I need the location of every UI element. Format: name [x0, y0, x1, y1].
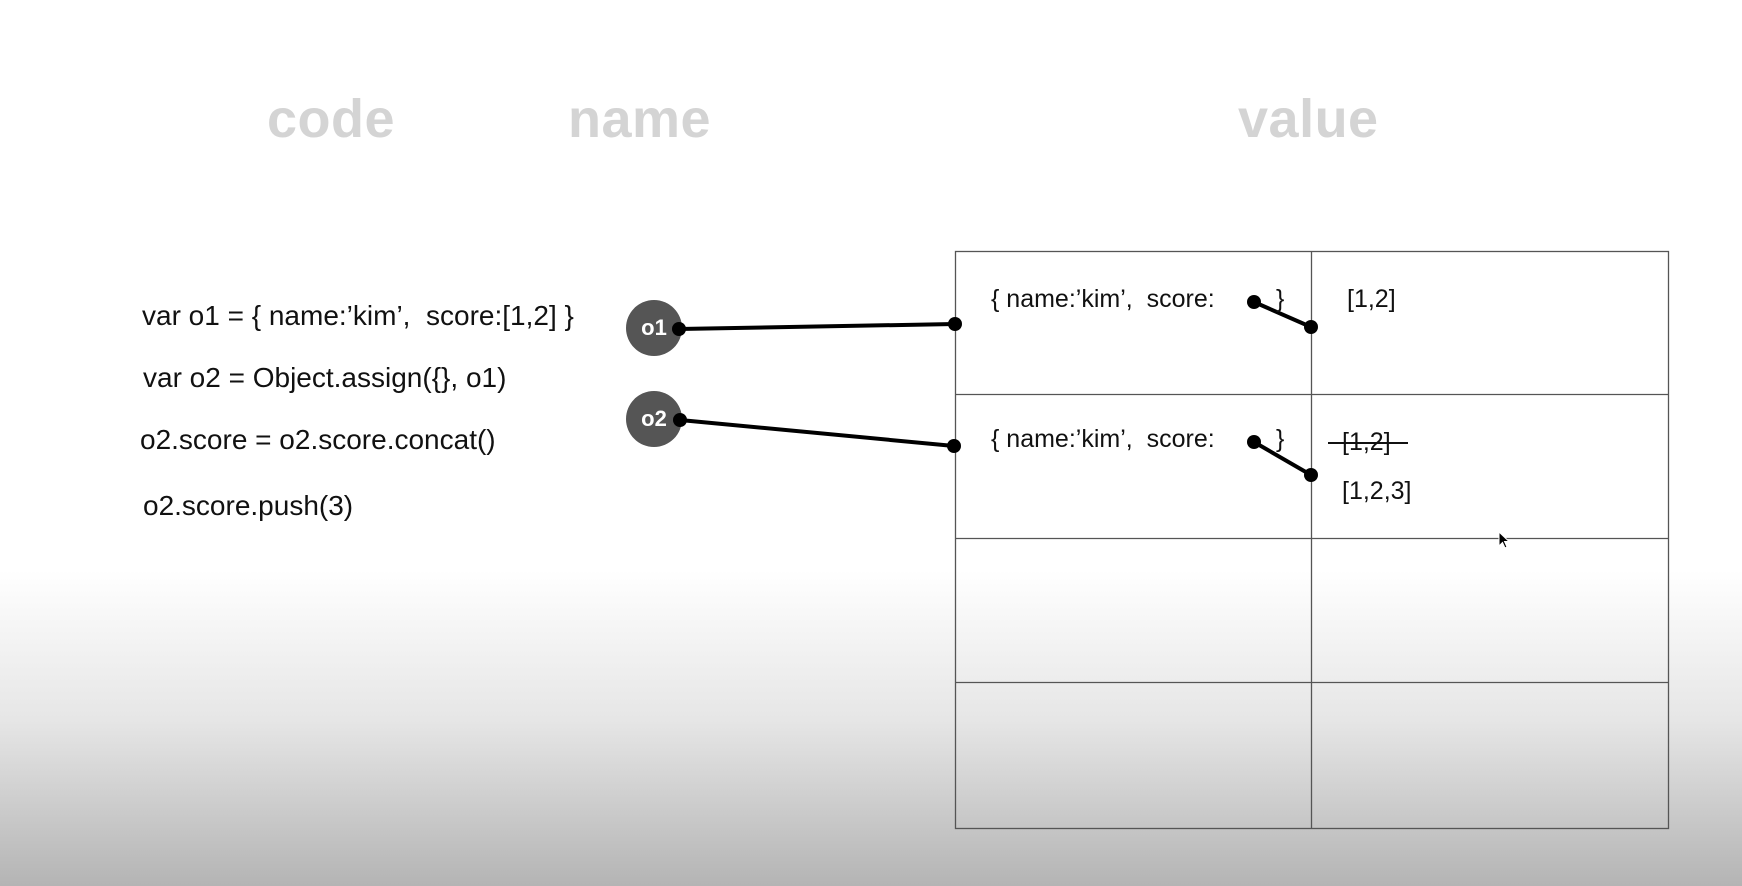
value-column-header: value	[1238, 89, 1379, 149]
code-column-header: code	[267, 89, 396, 149]
o2-variable-label: o2	[641, 406, 667, 431]
o1-reference-start-dot	[672, 322, 686, 336]
name-column-header: name	[568, 89, 712, 149]
row1-score-end-dot	[1304, 320, 1318, 334]
row1-array-value: [1,2]	[1347, 285, 1396, 313]
o1-reference-line	[677, 322, 957, 331]
row1-score-start-dot	[1247, 295, 1261, 309]
code-line-1: var o1 = { name:’kim’, score:[1,2] }	[142, 300, 574, 331]
row1-object-text: { name:’kim’, score:	[991, 285, 1215, 313]
row2-close-brace: }	[1276, 425, 1285, 453]
row1-score-reference-line	[1252, 300, 1313, 329]
row2-score-start-dot	[1247, 435, 1261, 449]
row2-object-text: { name:’kim’, score:	[991, 425, 1215, 453]
o2-reference-start-dot	[673, 413, 687, 427]
mouse-cursor-icon	[1498, 531, 1511, 549]
memory-table	[954, 250, 1670, 830]
code-line-3: o2.score = o2.score.concat()	[140, 424, 496, 455]
row2-new-array-value: [1,2,3]	[1342, 477, 1412, 505]
row2-old-array-strike-line	[1328, 442, 1408, 444]
row1-close-brace: }	[1276, 285, 1285, 313]
row2-score-reference-line	[1252, 440, 1313, 477]
o1-variable-circle	[626, 300, 682, 356]
row2-score-end-dot	[1304, 468, 1318, 482]
o2-variable-circle	[626, 391, 682, 447]
code-line-2: var o2 = Object.assign({}, o1)	[143, 362, 507, 393]
o1-variable-label: o1	[641, 315, 667, 340]
code-line-4: o2.score.push(3)	[143, 490, 354, 521]
o2-reference-line	[678, 418, 956, 448]
o1-reference-end-dot	[948, 317, 962, 331]
o2-reference-end-dot	[947, 439, 961, 453]
